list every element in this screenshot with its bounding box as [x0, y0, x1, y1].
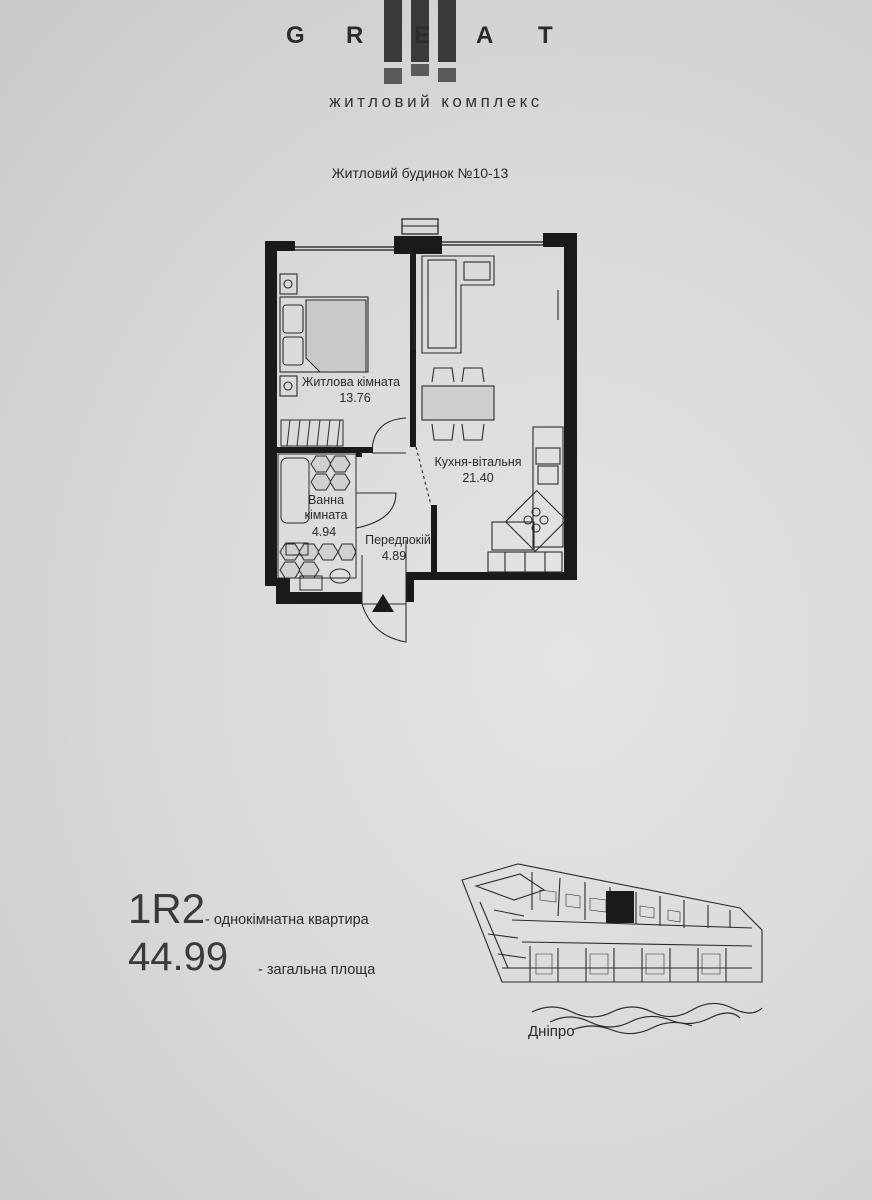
site-plan: [461, 863, 763, 1035]
apartment-code-caption: - однокімнатна квартира: [205, 912, 369, 928]
logo-letter: T: [538, 22, 553, 49]
room-name: Передпокій: [365, 533, 431, 547]
room-name: Житлова кімната: [302, 375, 400, 389]
logo-bars-icon: [384, 0, 456, 84]
building-title: Житловий будинок №10-13: [331, 165, 509, 181]
room-name: Ванна: [308, 493, 344, 507]
apartment-location-marker: [606, 891, 634, 923]
river-label: Дніпро: [528, 1023, 575, 1040]
room-area: 21.40: [462, 471, 493, 485]
logo-letter: G: [286, 22, 305, 49]
logo-letter: R: [346, 22, 364, 49]
room-area: 4.89: [382, 549, 406, 563]
entrance-arrow-icon: [372, 594, 394, 612]
apartment-code: 1R2: [128, 885, 206, 932]
logo-letter: A: [476, 22, 494, 49]
logo-letter: E: [414, 22, 431, 49]
total-area-caption: - загальна площа: [258, 962, 376, 978]
room-area: 13.76: [339, 391, 370, 405]
floor-plan: Житлова кімната 13.76 Кухня-вітальня 21.…: [265, 218, 577, 643]
room-name: Кухня-вітальня: [434, 455, 521, 469]
river-waves-icon: [531, 1002, 763, 1035]
complex-subtitle: житловий комплекс: [329, 92, 543, 111]
room-name: кімната: [305, 508, 348, 522]
room-area: 4.94: [312, 525, 336, 539]
total-area: 44.99: [128, 935, 229, 979]
